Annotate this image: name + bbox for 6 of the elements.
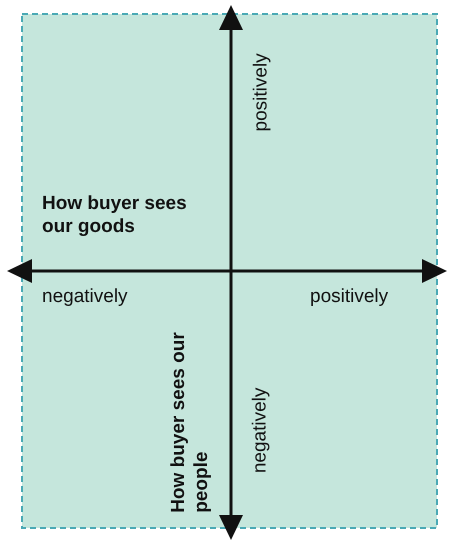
axis-title: How buyer sees our goods [42,193,188,239]
axis-label: positively [310,286,388,309]
axis-label: negatively [250,387,272,473]
axis-label: negatively [42,286,128,309]
axis-title: How buyer sees our people [168,331,213,513]
axis-label: positively [250,52,273,132]
